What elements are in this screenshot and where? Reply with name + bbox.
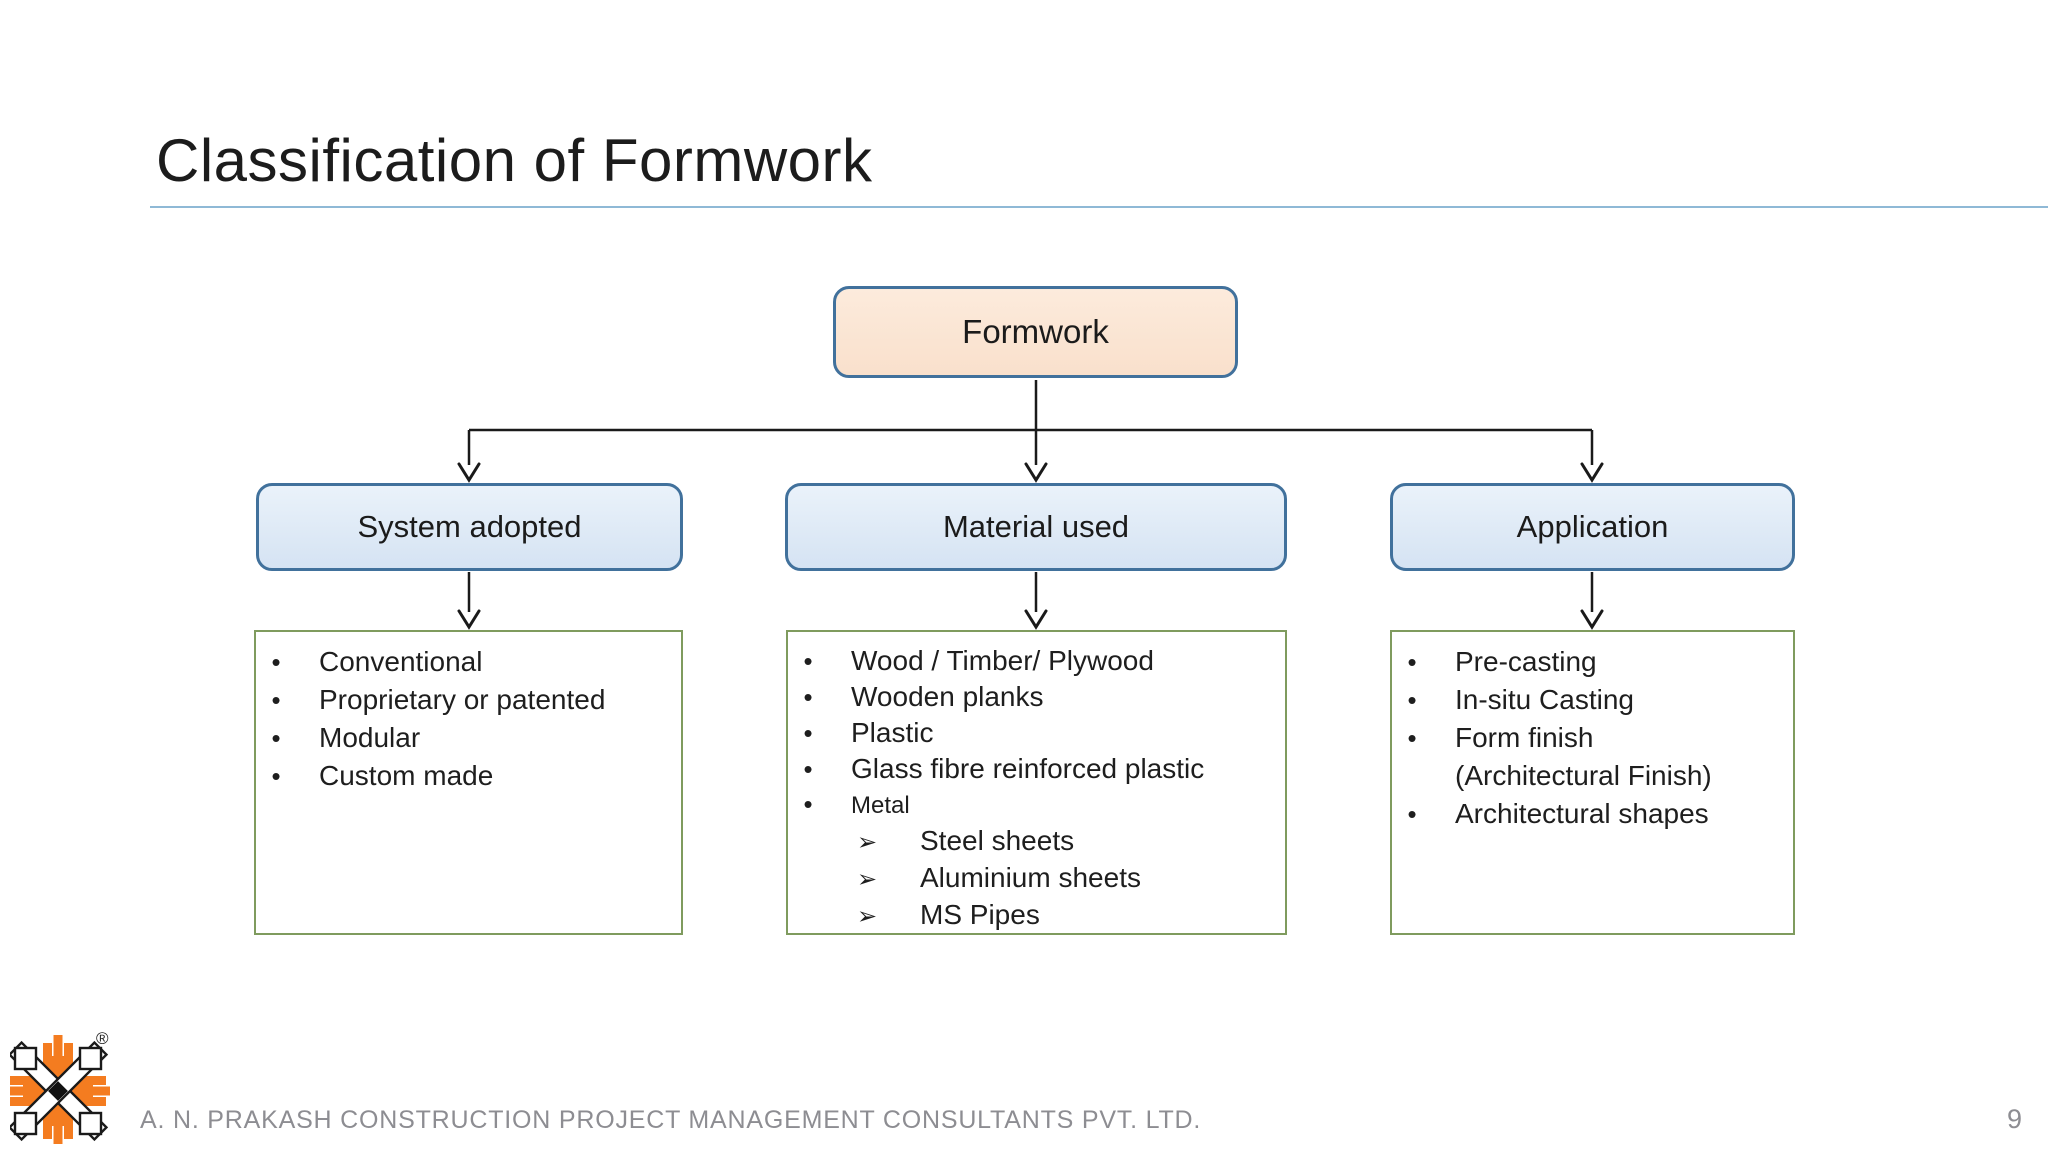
sub-list-item-text: Steel sheets	[920, 825, 1075, 856]
arrowhead-icon	[457, 462, 481, 483]
list-item-text: Modular	[319, 722, 421, 753]
page-title: Classification of Formwork	[156, 127, 873, 194]
list-item-text: Proprietary or patented	[319, 684, 606, 715]
registered-trademark-icon: ®	[96, 1029, 109, 1048]
sub-list-item-text: MS Pipes	[920, 899, 1040, 930]
list-item: • Wooden planks	[788, 679, 1285, 715]
list-item: • Metal	[788, 787, 1285, 823]
list-item-continuation: • (Architectural Finish)	[1392, 757, 1793, 795]
bullet-icon: •	[803, 754, 813, 784]
node-application: Application	[1390, 483, 1795, 571]
node-material-used-label: Material used	[942, 509, 1130, 544]
list-item-text: Form finish	[1455, 722, 1594, 753]
company-logo: ®	[10, 1029, 110, 1144]
page-number: 9	[2006, 1104, 2022, 1134]
list-item-text: Metal	[851, 792, 910, 819]
arrowhead-icon	[1580, 609, 1604, 630]
bullet-icon: •	[1407, 799, 1417, 829]
node-application-label: Application	[1516, 509, 1669, 544]
node-system-adopted: System adopted	[256, 483, 683, 571]
list-item: • Plastic	[788, 715, 1285, 751]
list-item-text: (Architectural Finish)	[1455, 760, 1712, 791]
list-item: • Custom made	[256, 757, 681, 795]
list-item-text: Glass fibre reinforced plastic	[851, 753, 1205, 784]
bullet-icon: •	[271, 685, 281, 715]
sub-list-item: ➢ Steel sheets	[788, 823, 1285, 860]
arrowhead-icon	[1024, 462, 1048, 483]
list-item-text: Wood / Timber/ Plywood	[851, 645, 1154, 676]
bullet-icon: •	[803, 789, 813, 819]
arrowhead-icon	[1024, 609, 1048, 630]
list-item-text: In-situ Casting	[1455, 684, 1634, 715]
list-application: • Pre-casting • In-situ Casting • Form f…	[1390, 630, 1795, 935]
arrowhead-icon	[457, 609, 481, 630]
node-system-adopted-label: System adopted	[357, 509, 582, 544]
arrow-bullet-icon: ➢	[857, 829, 878, 856]
node-material-used: Material used	[785, 483, 1287, 571]
sub-list-item-text: Aluminium sheets	[920, 862, 1141, 893]
list-item: • Architectural shapes	[1392, 795, 1793, 833]
bullet-icon: •	[1407, 647, 1417, 677]
list-item-text: Wooden planks	[851, 681, 1044, 712]
list-item: • In-situ Casting	[1392, 681, 1793, 719]
arrow-bullet-icon: ➢	[857, 903, 878, 930]
bullet-icon: •	[271, 723, 281, 753]
title-underline	[150, 206, 2048, 208]
node-formwork-label: Formwork	[962, 313, 1109, 350]
bullet-icon: •	[271, 761, 281, 791]
bullet-icon: •	[803, 682, 813, 712]
list-item-text: Custom made	[319, 760, 494, 791]
list-item-text: Architectural shapes	[1455, 798, 1709, 829]
list-system-adopted: • Conventional • Proprietary or patented…	[254, 630, 683, 935]
sub-list-item: ➢ Aluminium sheets	[788, 860, 1285, 897]
list-item: • Pre-casting	[1392, 643, 1793, 681]
list-item: • Conventional	[256, 643, 681, 681]
list-item: • Form finish	[1392, 719, 1793, 757]
list-item-text: Pre-casting	[1455, 646, 1597, 677]
list-item-text: Conventional	[319, 646, 483, 677]
list-item: • Glass fibre reinforced plastic	[788, 751, 1285, 787]
list-item: • Modular	[256, 719, 681, 757]
bullet-icon: •	[803, 646, 813, 676]
arrowhead-icon	[1580, 462, 1604, 483]
node-formwork: Formwork	[833, 286, 1238, 378]
list-material-used: • Wood / Timber/ Plywood • Wooden planks…	[786, 630, 1287, 935]
footer-company-name: A. N. PRAKASH CONSTRUCTION PROJECT MANAG…	[140, 1106, 1202, 1134]
bullet-icon: •	[803, 718, 813, 748]
bullet-icon: •	[271, 647, 281, 677]
sub-list-item: ➢ MS Pipes	[788, 897, 1285, 934]
bullet-icon: •	[1407, 723, 1417, 753]
list-item-text: Plastic	[851, 717, 934, 748]
list-item: • Wood / Timber/ Plywood	[788, 643, 1285, 679]
bullet-icon: •	[1407, 685, 1417, 715]
list-item: • Proprietary or patented	[256, 681, 681, 719]
arrow-bullet-icon: ➢	[857, 866, 878, 893]
